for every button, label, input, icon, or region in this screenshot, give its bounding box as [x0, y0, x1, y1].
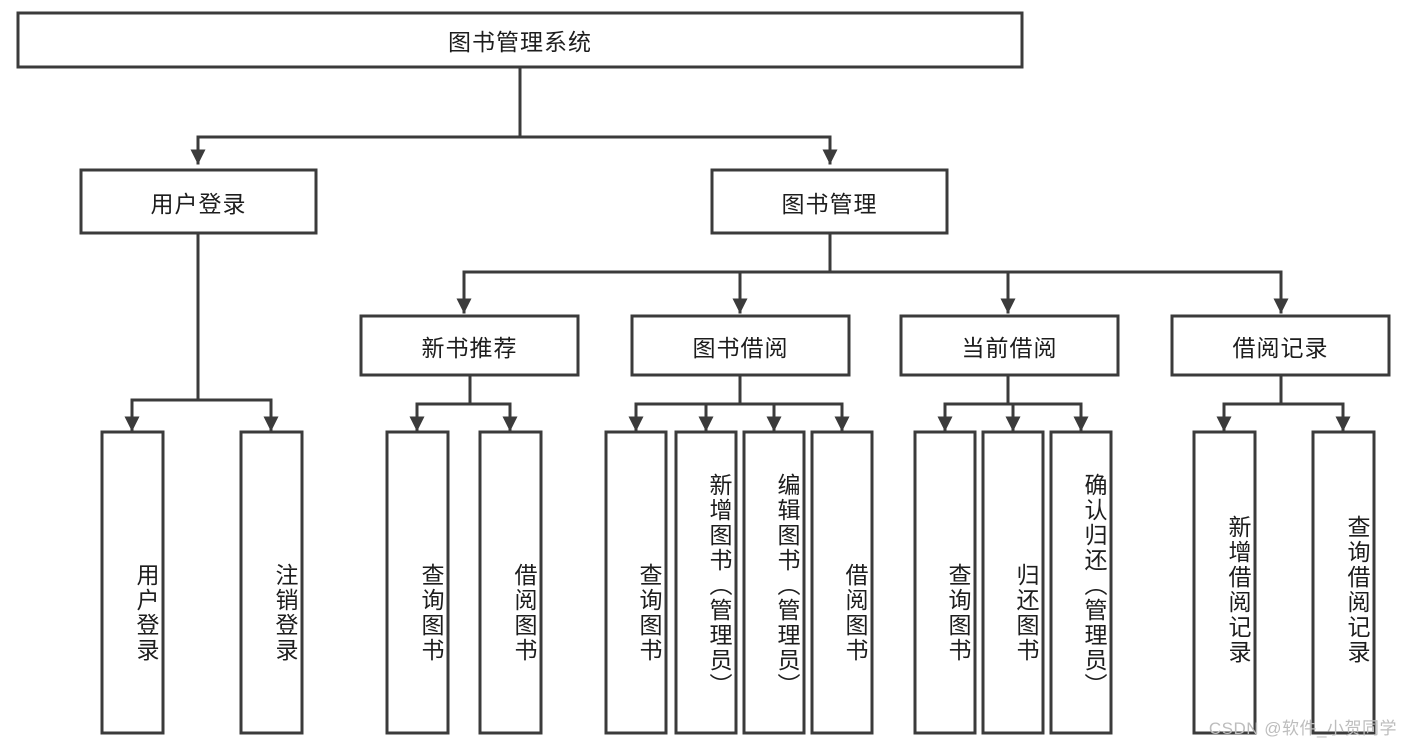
leaf-box-user-login[interactable]	[100, 430, 165, 735]
leaf-box-confirm-return-admin[interactable]	[1049, 430, 1113, 735]
watermark-text: CSDN @软件_小贺同学	[1208, 719, 1397, 738]
leaf-box-return-book[interactable]	[981, 430, 1045, 735]
node-user-login-box[interactable]	[79, 168, 318, 235]
leaf-box-borrow-book-newbook[interactable]	[478, 430, 543, 735]
leaf-box-add-book-admin[interactable]	[674, 430, 738, 735]
node-new-book-recommend-box[interactable]	[359, 314, 580, 377]
leaf-box-logout[interactable]	[239, 430, 304, 735]
leaf-box-add-borrow-record[interactable]	[1192, 430, 1257, 735]
node-root-box[interactable]	[16, 11, 1024, 69]
leaf-box-query-borrow-record[interactable]	[1311, 430, 1376, 735]
node-borrow-record-box[interactable]	[1170, 314, 1391, 377]
leaf-box-borrow-book[interactable]	[810, 430, 874, 735]
node-book-borrow-box[interactable]	[630, 314, 851, 377]
leaf-box-query-book-borrow[interactable]	[604, 430, 668, 735]
leaf-box-query-book-current[interactable]	[913, 430, 977, 735]
leaf-box-query-book-newbook[interactable]	[385, 430, 450, 735]
node-book-manage-box[interactable]	[710, 168, 949, 235]
leaf-box-edit-book-admin[interactable]	[742, 430, 806, 735]
node-current-borrow-box[interactable]	[899, 314, 1120, 377]
